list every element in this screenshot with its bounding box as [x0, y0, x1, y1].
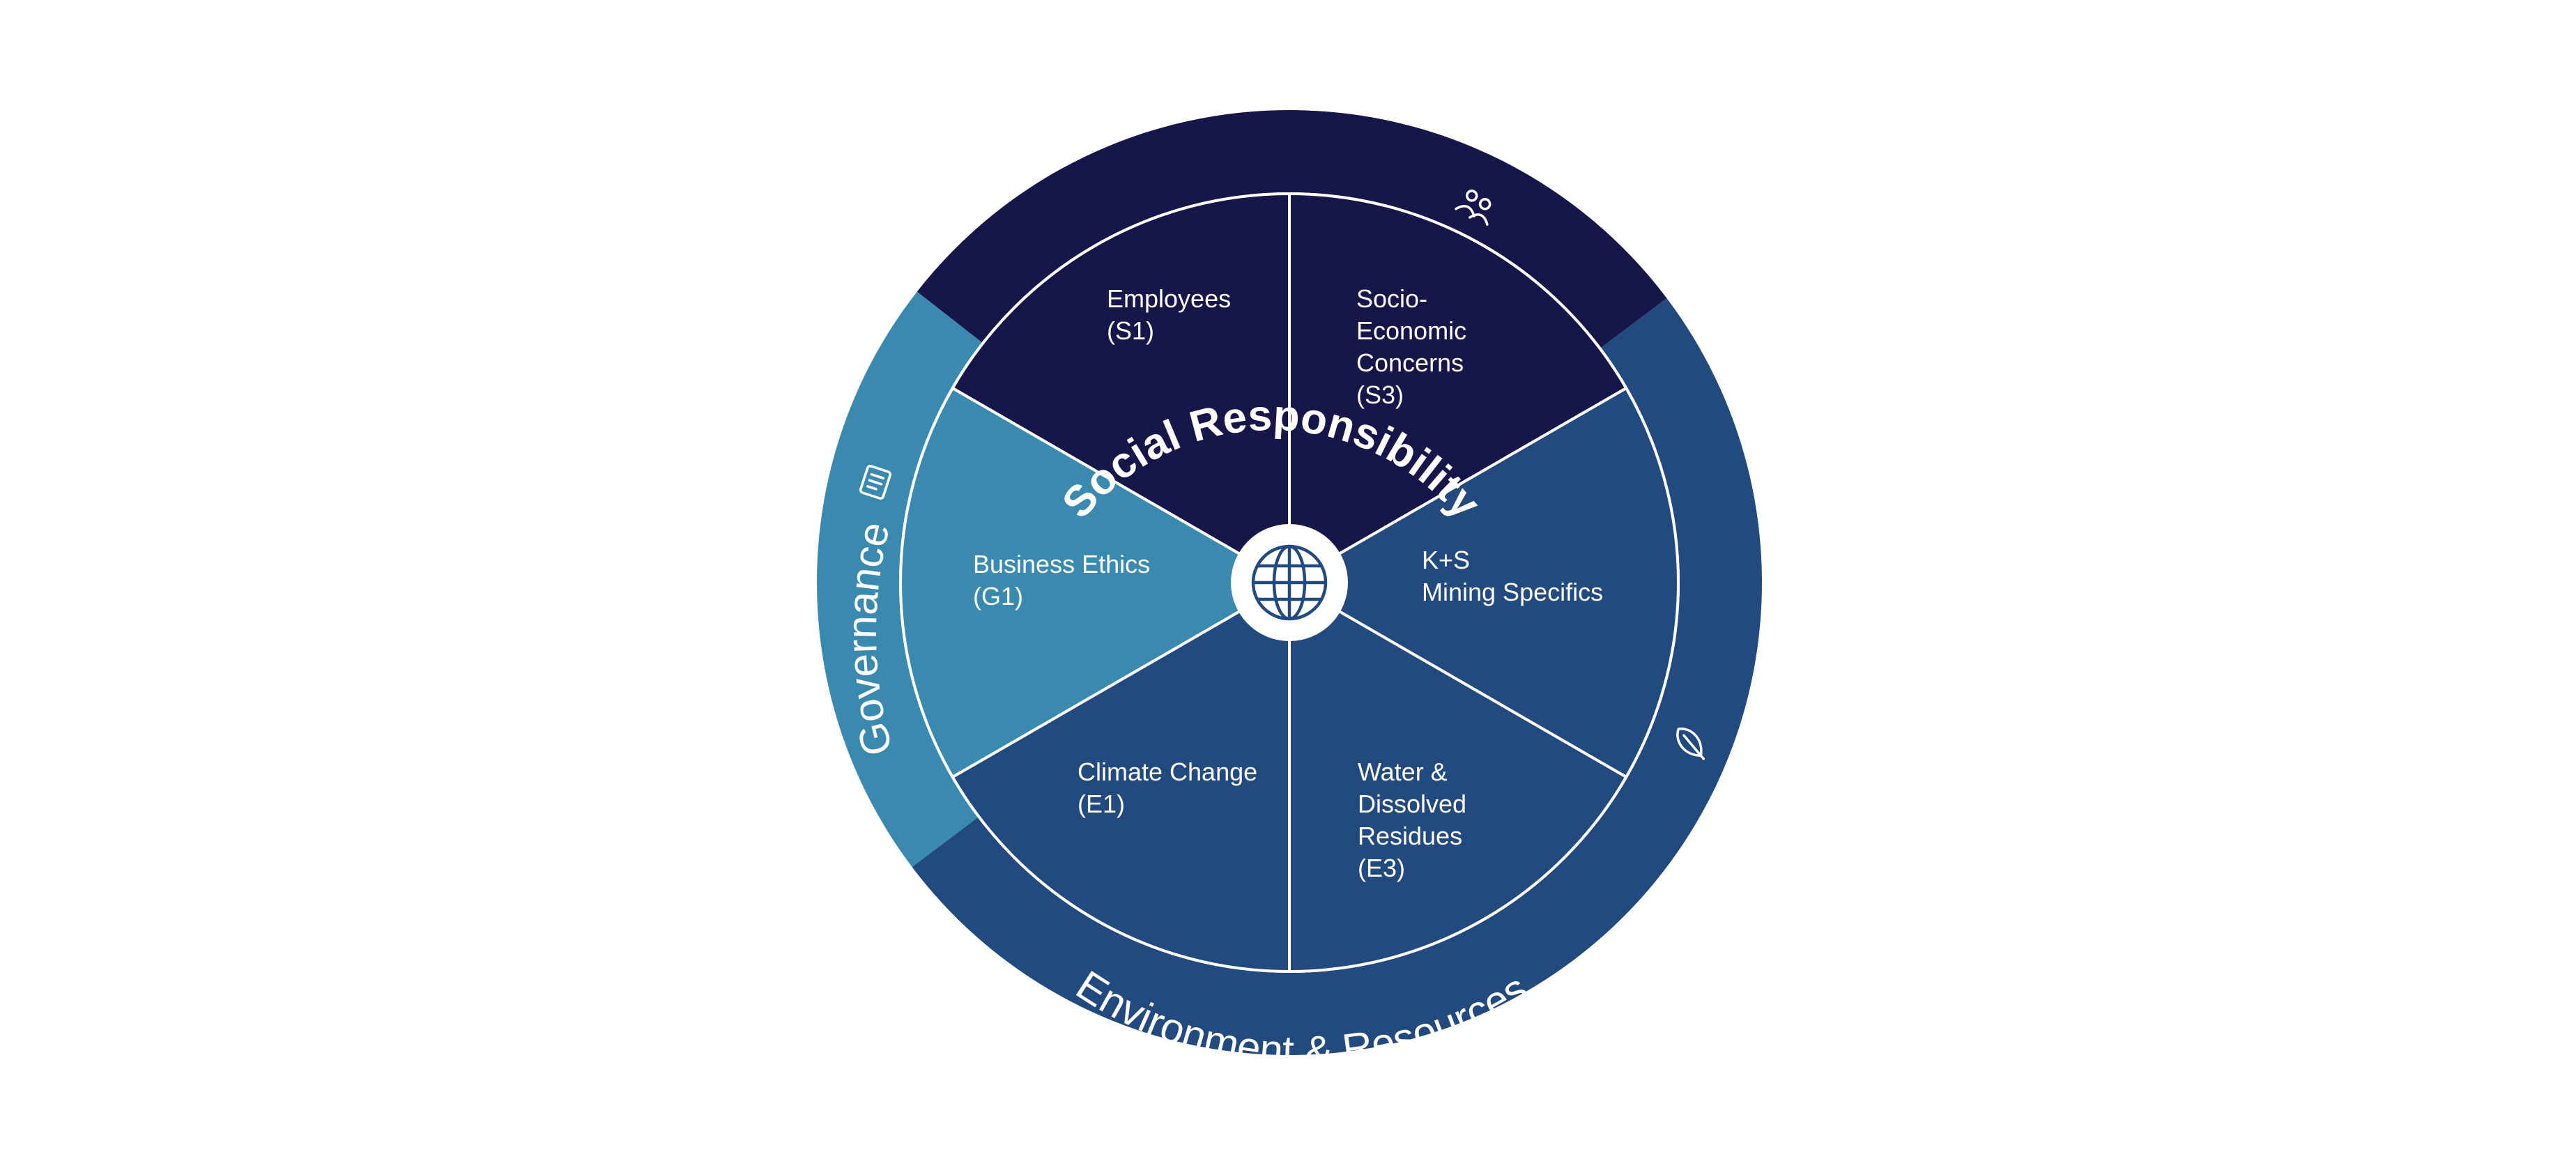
document-icon — [859, 465, 892, 500]
people-icon — [1455, 190, 1492, 226]
label-socio-economic-line-2: Economic — [1356, 316, 1466, 345]
segment-climate-change[interactable] — [951, 581, 1291, 973]
label-water-dissolved-residues: Water & Dissolved Residues (E3) — [1358, 758, 1473, 882]
label-business-ethics-line-2: (G1) — [973, 582, 1023, 610]
label-mining-specifics-line-2: Mining Specifics — [1422, 578, 1603, 606]
label-mining-specifics-line-1: K+S — [1422, 546, 1470, 574]
label-climate-line-1: Climate Change — [1078, 758, 1257, 786]
leaf-icon — [1676, 728, 1705, 760]
label-socio-economic-concerns: Socio- Economic Concerns (S3) — [1356, 284, 1473, 409]
globe-icon — [1251, 544, 1328, 621]
segment-business-ethics[interactable] — [899, 387, 1291, 778]
segment-socio-economic-concerns[interactable] — [1288, 192, 1628, 584]
label-water-line-2: Dissolved — [1358, 790, 1466, 818]
label-employees: Employees (S1) — [1107, 284, 1238, 345]
label-socio-economic-line-1: Socio- — [1356, 284, 1427, 313]
ring-environment-resources — [912, 298, 1762, 1055]
label-mining-specifics: K+S Mining Specifics — [1422, 546, 1603, 606]
label-climate-change: Climate Change (E1) — [1078, 758, 1264, 818]
label-business-ethics: Business Ethics (G1) — [973, 550, 1157, 610]
segment-employees[interactable] — [951, 192, 1291, 584]
label-business-ethics-line-1: Business Ethics — [973, 550, 1150, 578]
label-water-line-4: (E3) — [1358, 854, 1405, 882]
ring-social-responsibility — [917, 110, 1667, 349]
label-socio-economic-line-4: (S3) — [1356, 380, 1404, 409]
segment-water-dissolved-residues[interactable] — [1288, 581, 1628, 973]
label-climate-line-2: (E1) — [1078, 790, 1125, 818]
label-socio-economic-line-3: Concerns — [1356, 348, 1464, 377]
label-employees-line-1: Employees — [1107, 284, 1231, 313]
label-employees-line-2: (S1) — [1107, 316, 1154, 345]
segment-mining-specifics[interactable] — [1288, 387, 1680, 778]
label-water-line-1: Water & — [1358, 758, 1448, 786]
label-water-line-3: Residues — [1358, 822, 1462, 850]
